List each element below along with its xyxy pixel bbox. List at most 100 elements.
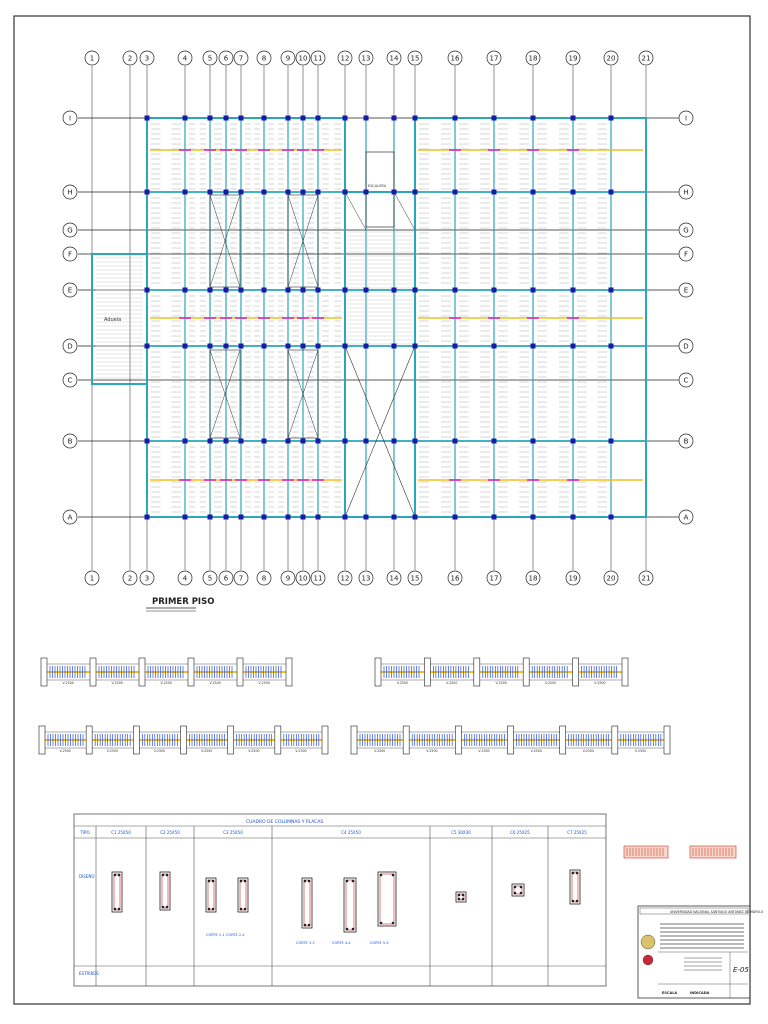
span-label: V-2500	[259, 681, 270, 685]
axis-bubble	[565, 50, 581, 66]
axis-bubble	[565, 570, 581, 586]
axis-label: 19	[569, 55, 578, 63]
axis-bubble	[486, 570, 502, 586]
span-label: V-2500	[63, 681, 74, 685]
span-label: V-2500	[496, 681, 507, 685]
column-marker	[412, 343, 418, 349]
axis-bubble	[256, 50, 272, 66]
axis-bubble	[233, 570, 249, 586]
column-marker	[144, 438, 150, 444]
column-marker	[144, 343, 150, 349]
axis-label: I	[69, 115, 71, 123]
column-marker	[491, 189, 497, 195]
column-marker	[452, 438, 458, 444]
column-marker	[300, 514, 306, 520]
axis-label: C	[684, 377, 689, 385]
table-header: C6 25X25	[510, 830, 530, 835]
column-section	[377, 871, 397, 927]
span-label: V-2500	[426, 749, 437, 753]
axis-bubble	[218, 570, 234, 586]
axis-label: 19	[569, 575, 578, 583]
axis-label: 8	[262, 55, 266, 63]
axis-label: 2	[128, 575, 132, 583]
axis-bubble	[407, 50, 423, 66]
support-column	[559, 725, 566, 755]
axis-label: 14	[390, 575, 399, 583]
axis-bubble	[256, 570, 272, 586]
span-label: V-2500	[60, 749, 71, 753]
column-marker	[207, 189, 213, 195]
support-column	[180, 725, 187, 755]
column-marker	[238, 189, 244, 195]
axis-label: H	[67, 189, 72, 197]
column-marker	[342, 115, 348, 121]
support-column	[663, 725, 671, 755]
column-marker	[223, 287, 229, 293]
axis-bubble	[177, 50, 193, 66]
axis-bubble	[358, 570, 374, 586]
beam-outline	[344, 191, 416, 518]
column-marker	[300, 343, 306, 349]
column-marker	[491, 115, 497, 121]
axis-label: E	[68, 287, 72, 295]
table-title: CUADRO DE COLUMNAS Y PLACAS	[246, 819, 323, 825]
column-marker	[342, 438, 348, 444]
column-marker	[391, 287, 397, 293]
column-section	[111, 871, 123, 913]
axis-label: D	[683, 343, 688, 351]
axis-bubble	[678, 338, 694, 354]
opening	[287, 349, 319, 439]
axis-bubble	[447, 570, 463, 586]
axis-label: A	[68, 514, 73, 522]
span-label: V-2500	[201, 749, 212, 753]
column-marker	[207, 287, 213, 293]
axis-label: 14	[390, 55, 399, 63]
section-label: CORTE 2-2	[226, 933, 245, 937]
column-marker	[391, 343, 397, 349]
axis-bubble	[525, 570, 541, 586]
column-marker	[207, 438, 213, 444]
span-label: V-2500	[594, 681, 605, 685]
axis-label: 5	[208, 575, 212, 583]
support-column	[621, 657, 629, 687]
row-label-diseno: DISEÑO	[79, 874, 94, 879]
column-marker	[530, 287, 536, 293]
column-section	[205, 877, 217, 913]
support-column	[321, 725, 329, 755]
column-marker	[315, 287, 321, 293]
axis-label: 18	[529, 575, 538, 583]
axis-bubble	[202, 570, 218, 586]
axis-label: 6	[224, 55, 229, 63]
scale-label: ESCALA	[662, 991, 677, 995]
column-marker	[223, 343, 229, 349]
span-label: V-2500	[545, 681, 556, 685]
axis-bubble	[139, 570, 155, 586]
column-marker	[570, 438, 576, 444]
column-section	[569, 869, 581, 905]
axis-bubble	[295, 50, 311, 66]
column-marker	[452, 115, 458, 121]
column-marker	[491, 514, 497, 520]
axis-label: H	[683, 189, 688, 197]
column-marker	[285, 438, 291, 444]
column-marker	[391, 438, 397, 444]
support-column	[40, 657, 48, 687]
column-marker	[608, 189, 614, 195]
span-label: V-2500	[397, 681, 408, 685]
faculty-seal	[642, 954, 654, 966]
axis-bubble	[233, 50, 249, 66]
support-column	[187, 657, 195, 687]
support-column	[572, 657, 579, 687]
room-label-escalera: ESCALERA	[368, 184, 387, 188]
axis-bubble	[62, 184, 78, 200]
column-marker	[182, 115, 188, 121]
column-marker	[530, 189, 536, 195]
axis-label: 2	[128, 55, 132, 63]
axis-bubble	[678, 433, 694, 449]
floor-plan: 1122334455667788991010111112121313141415…	[62, 50, 694, 612]
column-marker	[363, 438, 369, 444]
support-column	[89, 657, 97, 687]
span-label: V-2500	[210, 681, 221, 685]
